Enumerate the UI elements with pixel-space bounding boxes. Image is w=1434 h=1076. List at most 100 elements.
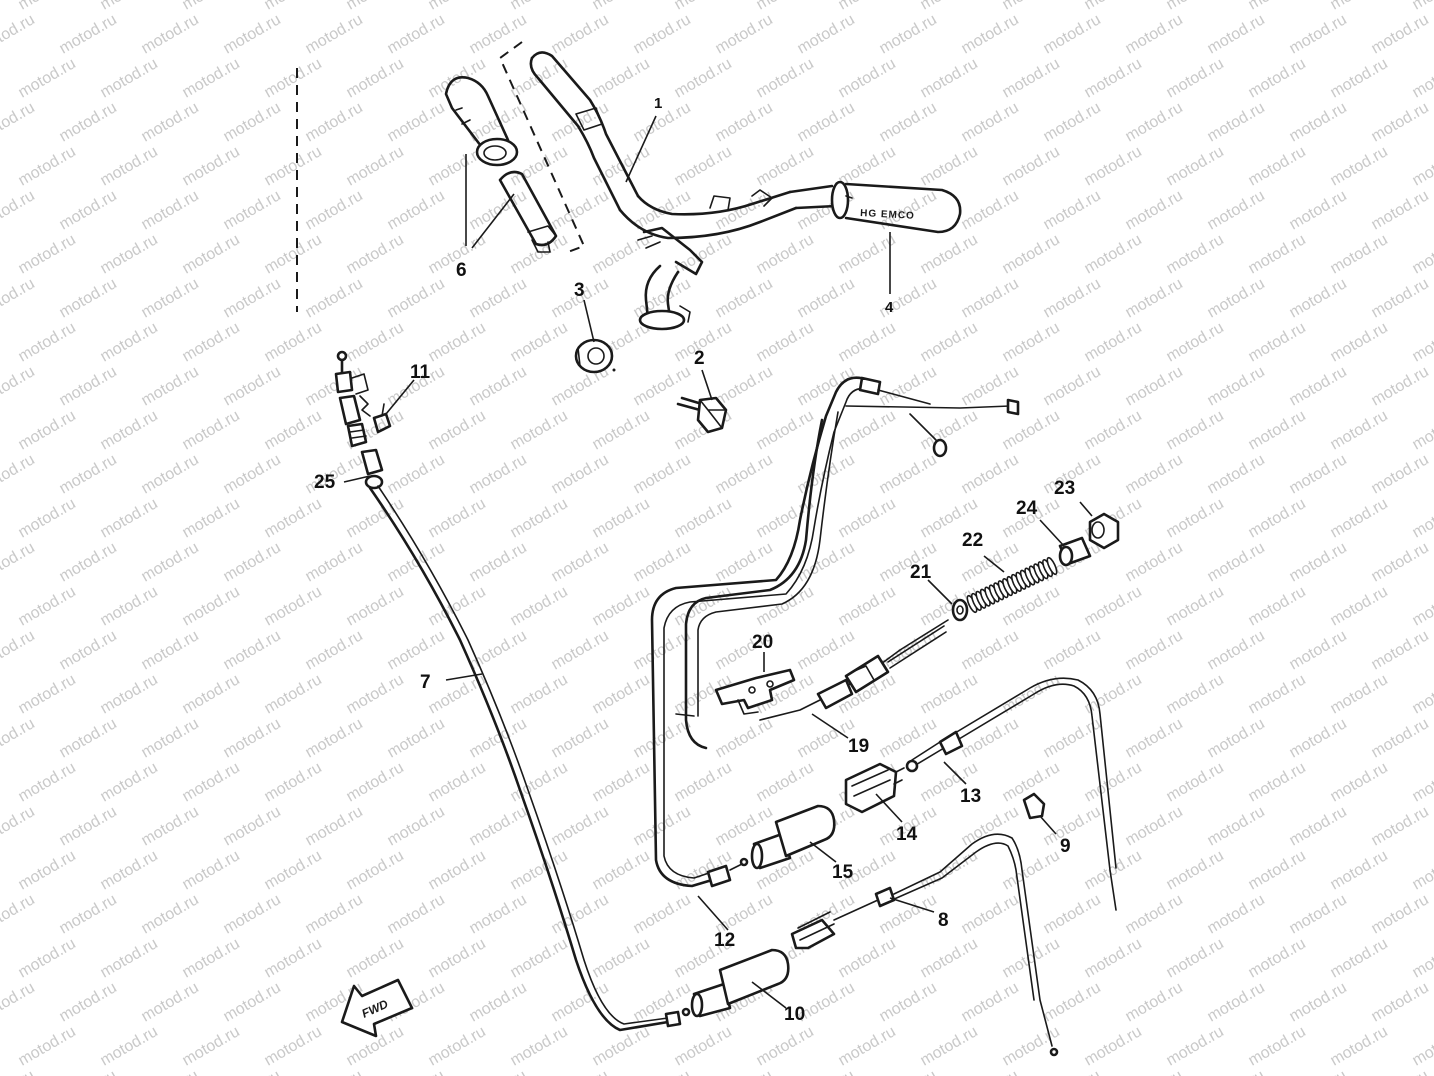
watermark-text: motod.ru (590, 495, 653, 541)
watermark-text: motod.ru (590, 583, 653, 629)
watermark-text: motod.ru (1123, 539, 1186, 585)
watermark-text: motod.ru (1041, 627, 1104, 673)
watermark-text: motod.ru (1287, 275, 1350, 321)
watermark-text: motod.ru (918, 1023, 981, 1069)
callout-labels: 1 2 3 4 6 7 8 9 10 11 12 13 14 15 19 20 … (314, 95, 1075, 1025)
watermark-text: motod.ru (959, 451, 1022, 497)
watermark-text: motod.ru (16, 935, 79, 981)
leader-lines (343, 115, 1093, 1009)
watermark-text: motod.ru (836, 55, 899, 101)
watermark-text: motod.ru (1328, 407, 1391, 453)
watermark-text: motod.ru (1369, 979, 1432, 1025)
watermark-text: motod.ru (877, 99, 940, 145)
watermark-text: motod.ru (1287, 715, 1350, 761)
watermark-text: motod.ru (57, 1067, 120, 1076)
watermark-text: motod.ru (590, 935, 653, 981)
watermark-text: motod.ru (180, 143, 243, 189)
watermark-text: motod.ru (139, 979, 202, 1025)
watermark-text: motod.ru (549, 627, 612, 673)
watermark-text: motod.ru (221, 979, 284, 1025)
watermark-text: motod.ru (508, 1023, 571, 1069)
label-10: 10 (784, 1004, 805, 1025)
watermark-text: motod.ru (426, 407, 489, 453)
watermark-text: motod.ru (1000, 407, 1063, 453)
watermark-text: motod.ru (344, 231, 407, 277)
watermark-text: motod.ru (98, 847, 161, 893)
watermark-text: motod.ru (877, 1067, 940, 1076)
cable-part-13 (905, 677, 1117, 911)
watermark-text: motod.ru (713, 715, 776, 761)
watermark-text: motod.ru (549, 715, 612, 761)
watermark-text: motod.ru (180, 583, 243, 629)
watermark-text: motod.ru (1246, 935, 1309, 981)
watermark-text: motod.ru (631, 11, 694, 57)
watermark-text: motod.ru (467, 979, 530, 1025)
watermark-text: motod.ru (57, 363, 120, 409)
watermark-text: motod.ru (1123, 275, 1186, 321)
watermark-text: motod.ru (303, 539, 366, 585)
watermark-text: motod.ru (57, 715, 120, 761)
watermark-text: motod.ru (1369, 627, 1432, 673)
watermark-text: motod.ru (1369, 891, 1432, 937)
watermark-text: motod.ru (672, 495, 735, 541)
watermark-text: motod.ru (1123, 1067, 1186, 1076)
watermark-text: motod.ru (0, 99, 38, 145)
watermark-text: motod.ru (303, 627, 366, 673)
watermark-text: motod.ru (180, 319, 243, 365)
watermark-text: motod.ru (262, 407, 325, 453)
watermark-text: motod.ru (795, 1067, 858, 1076)
watermark-text: motod.ru (836, 583, 899, 629)
label-7: 7 (420, 672, 431, 693)
watermark-text: motod.ru (262, 671, 325, 717)
watermark-text: motod.ru (959, 187, 1022, 233)
watermark-text: motod.ru (1041, 1067, 1104, 1076)
watermark-text: motod.ru (1164, 319, 1227, 365)
watermark-text: motod.ru (57, 11, 120, 57)
watermark-text: motod.ru (1164, 1023, 1227, 1069)
watermark-text: motod.ru (1082, 1023, 1145, 1069)
watermark-text: motod.ru (1246, 759, 1309, 805)
watermark-text: motod.ru (98, 671, 161, 717)
label-24: 24 (1016, 498, 1038, 519)
watermark-text: motod.ru (139, 363, 202, 409)
label-21: 21 (910, 562, 932, 583)
watermark-text: motod.ru (303, 11, 366, 57)
watermark-text: motod.ru (1287, 979, 1350, 1025)
watermark-text: motod.ru (877, 979, 940, 1025)
watermark-text: motod.ru (385, 803, 448, 849)
watermark-text: motod.ru (1246, 55, 1309, 101)
watermark-text: motod.ru (918, 143, 981, 189)
watermark-text: motod.ru (590, 0, 653, 13)
watermark-text: motod.ru (0, 627, 38, 673)
watermark-text: motod.ru (918, 231, 981, 277)
watermark-text: motod.ru (1410, 495, 1434, 541)
cable-part-8 (790, 833, 1059, 1057)
watermark-text: motod.ru (795, 363, 858, 409)
watermark-text: motod.ru (959, 275, 1022, 321)
watermark-text: motod.ru (1123, 363, 1186, 409)
label-12: 12 (714, 930, 735, 951)
watermark-text: motod.ru (0, 187, 38, 233)
watermark-text: motod.ru (1246, 495, 1309, 541)
left-grip-part-6 (444, 76, 558, 253)
watermark-text: motod.ru (467, 11, 530, 57)
watermark-text: motod.ru (1246, 1023, 1309, 1069)
watermark-text: motod.ru (1041, 11, 1104, 57)
watermark-text: motod.ru (467, 275, 530, 321)
watermark-text: motod.ru (1287, 11, 1350, 57)
watermark-text: motod.ru (385, 11, 448, 57)
watermark-text: motod.ru (1082, 55, 1145, 101)
watermark-text: motod.ru (836, 935, 899, 981)
boot-part-10 (690, 948, 790, 1018)
watermark-text: motod.ru (1041, 363, 1104, 409)
watermark-text: motod.ru (426, 935, 489, 981)
watermark-text: motod.ru (1410, 935, 1434, 981)
watermark-text: motod.ru (0, 11, 38, 57)
watermark-text: motod.ru (1123, 11, 1186, 57)
watermark-text: motod.ru (795, 627, 858, 673)
watermark-text: motod.ru (836, 143, 899, 189)
watermark-text: motod.ru (1164, 935, 1227, 981)
watermark-text: motod.ru (1205, 363, 1268, 409)
watermark-text: motod.ru (1410, 319, 1434, 365)
watermark-text: motod.ru (1000, 847, 1063, 893)
